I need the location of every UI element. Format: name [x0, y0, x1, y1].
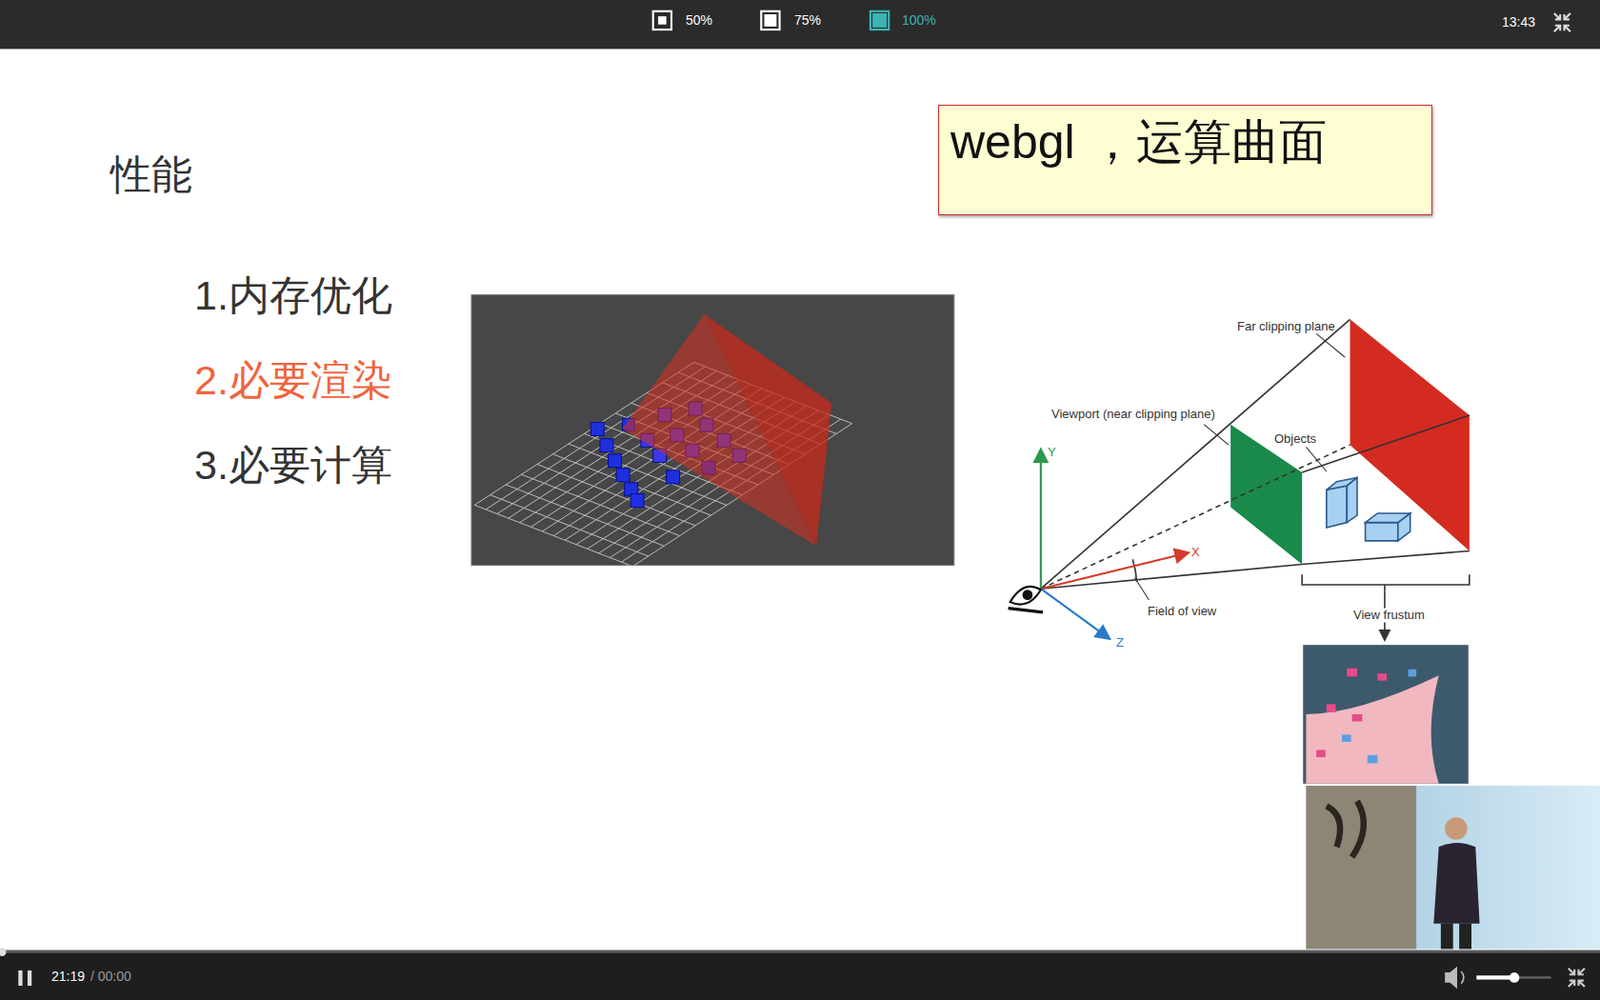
diagram-label: Objects: [1274, 432, 1317, 447]
zoom-option: 75%: [794, 12, 821, 28]
note-box: webgl ，运算曲面: [938, 104, 1433, 216]
axis-label: X: [1191, 545, 1200, 560]
current-time: 21:19: [51, 968, 85, 984]
slide-title: 性能: [110, 151, 193, 199]
total-time: / 00:00: [90, 968, 132, 984]
note-text: webgl ，运算曲面: [950, 115, 1420, 171]
zoom-option: 100%: [901, 12, 937, 28]
clock-time: 13:43: [1501, 14, 1536, 30]
list-item: 3.必要计算: [194, 441, 393, 489]
diagram-label: Far clipping plane: [1237, 320, 1336, 335]
zoom-option: 50%: [685, 12, 713, 28]
diagram-label: Viewport (near clipping plane): [1051, 407, 1216, 422]
diagram-label: Field of view: [1147, 604, 1217, 620]
diagram-label: View frustum: [1351, 608, 1427, 623]
axis-label: Y: [1047, 445, 1057, 460]
list-item: 1.内存优化: [194, 272, 393, 320]
list-item: 2.必要渲染: [194, 357, 393, 404]
axis-label: Z: [1116, 636, 1124, 651]
